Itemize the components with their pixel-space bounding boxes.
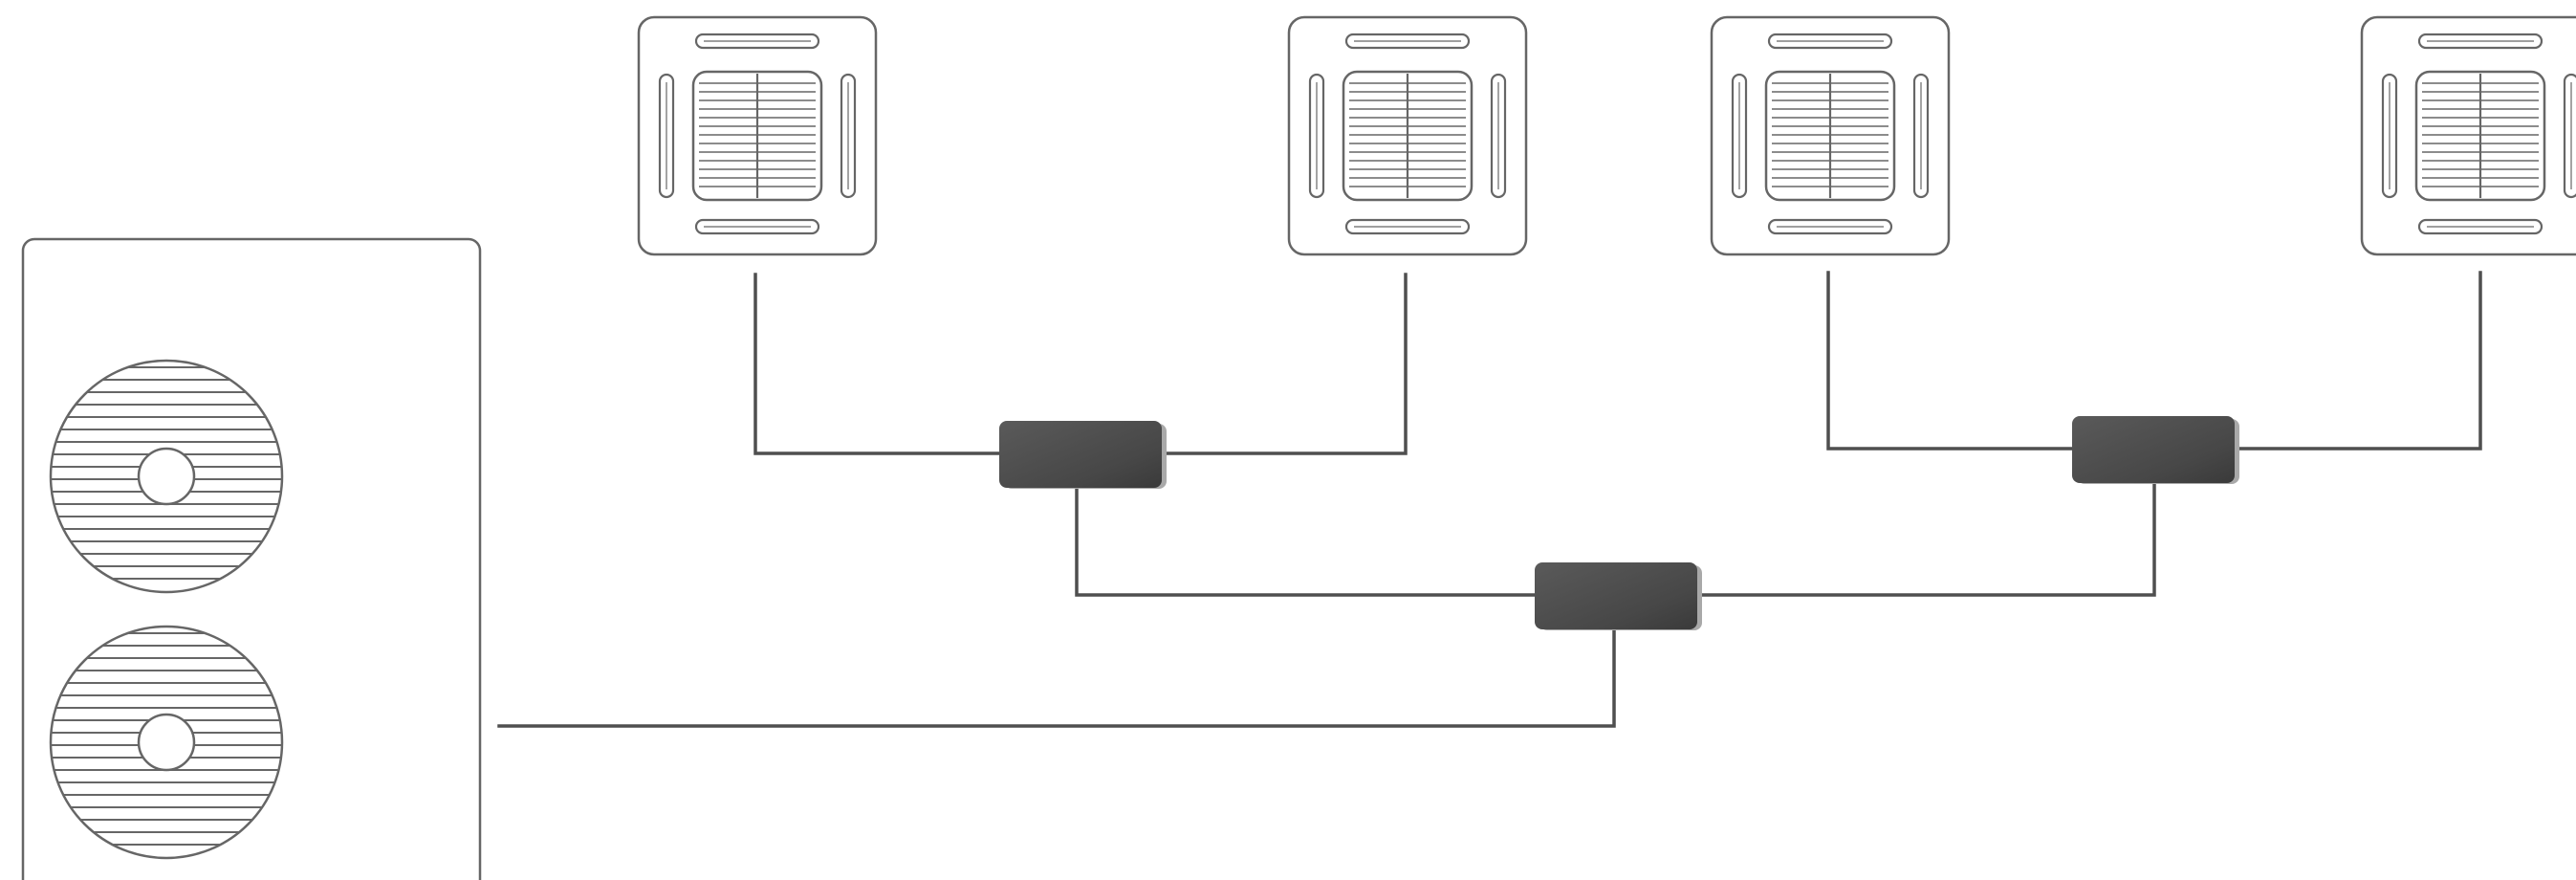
ceiling-cassette-unit-icon bbox=[637, 15, 878, 256]
indoor-units bbox=[637, 15, 2576, 256]
outdoor-condenser-unit-icon bbox=[21, 237, 482, 880]
branch-joints bbox=[999, 416, 2239, 630]
pipe-left-joint-to-unit-2 bbox=[1159, 273, 1408, 455]
ceiling-cassette-unit-icon bbox=[1710, 15, 1951, 256]
refnet-branch-joint-icon bbox=[999, 421, 1167, 489]
refnet-branch-joint-icon bbox=[1535, 562, 1702, 630]
pipe-outdoor-to-main-joint bbox=[497, 629, 1616, 728]
fan-grille-icon bbox=[49, 625, 284, 860]
ceiling-cassette-unit-icon bbox=[1287, 15, 1528, 256]
ceiling-cassette-unit-icon bbox=[2360, 15, 2576, 256]
pipe-right-joint-to-unit-3 bbox=[1826, 271, 2074, 451]
piping-network bbox=[497, 271, 2482, 728]
pipe-main-joint-to-left-joint bbox=[1075, 486, 1537, 597]
pipe-left-joint-to-unit-1 bbox=[753, 273, 1001, 455]
pipe-right-joint-to-unit-4 bbox=[2230, 271, 2482, 451]
louver-slot bbox=[2563, 73, 2576, 199]
pipe-main-joint-to-right-joint bbox=[1692, 481, 2156, 597]
refnet-branch-joint-icon bbox=[2072, 416, 2239, 484]
